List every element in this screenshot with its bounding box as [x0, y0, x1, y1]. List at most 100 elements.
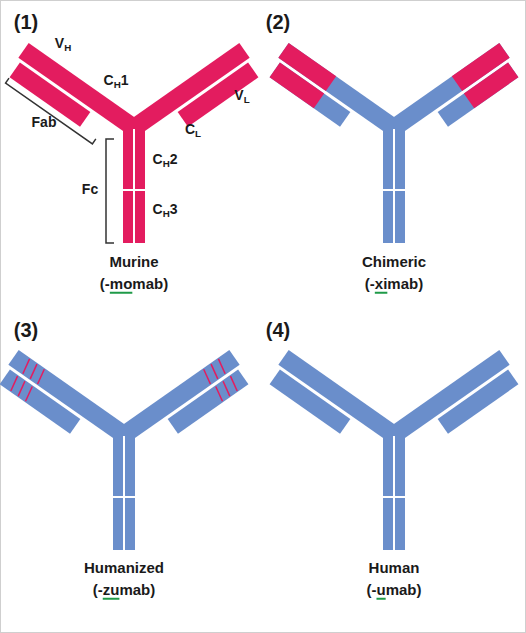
chain-divider [133, 129, 135, 243]
text-part: Humanized [84, 559, 164, 576]
subscript: H [163, 159, 170, 170]
text-part: mab) [132, 275, 168, 292]
text-part: C [153, 151, 163, 167]
chain-divider [393, 129, 395, 243]
domain-divider [123, 189, 145, 191]
text-part: (- [365, 275, 375, 292]
region-label: Fc [82, 182, 98, 197]
cdr-line [28, 364, 40, 379]
subscript: H [163, 209, 170, 220]
text-part: (- [100, 275, 110, 292]
domain-label: CH3 [153, 202, 178, 217]
antibody-arm [266, 350, 395, 457]
domain-label: CH1 [104, 73, 129, 88]
text-part: Chimeric [362, 253, 426, 270]
chain-divider [123, 436, 125, 550]
text-part: V [234, 87, 243, 103]
name-suffix: (-zumab) [93, 582, 156, 599]
antibody-arm [2, 43, 135, 155]
cdr-line [23, 386, 35, 401]
cdr-line [228, 376, 240, 391]
text-part: mab) [119, 581, 155, 598]
domain-label: VL [234, 88, 249, 103]
fab-bracket [6, 78, 96, 144]
cdr-line [35, 369, 47, 384]
antibody [2, 43, 261, 243]
name-suffix: (-momab) [100, 276, 168, 293]
light-chain [270, 370, 351, 434]
domain-divider [383, 496, 405, 498]
antibody [266, 43, 521, 243]
domain-label: VH [55, 36, 71, 51]
antibody-type: Human [369, 560, 420, 577]
light-chain [0, 370, 80, 434]
light-chain [168, 370, 249, 434]
text-part: Fab [32, 114, 57, 130]
antibody-type: Murine [109, 254, 158, 271]
text-part: V [55, 35, 64, 51]
text-part: Fc [82, 181, 98, 197]
fc-stem [383, 119, 405, 243]
text-part: (3) [14, 319, 38, 341]
underlined-stem: zu [103, 581, 120, 598]
text-part: mab) [386, 581, 422, 598]
domain-divider [383, 189, 405, 191]
underlined-stem: xi [375, 275, 388, 292]
fc-stem [113, 426, 135, 550]
text-part: (2) [266, 11, 290, 33]
fc-bracket [106, 139, 114, 243]
text-part: Human [369, 559, 420, 576]
subscript: L [195, 129, 201, 140]
cdr-line [16, 381, 28, 396]
panel-number: (4) [266, 319, 290, 341]
subscript: H [64, 43, 71, 54]
subscript: H [114, 80, 121, 91]
panel-number: (2) [266, 11, 290, 33]
variable-region [270, 63, 325, 109]
text-part: Murine [109, 253, 158, 270]
cdr-line [213, 386, 225, 401]
underlined-stem: u [376, 581, 385, 598]
cdr-line [201, 369, 213, 384]
light-chain [178, 63, 259, 127]
cdr-line [8, 376, 20, 391]
domain-label: CL [185, 122, 201, 137]
antibody-type: Humanized [84, 560, 164, 577]
panel-number: (3) [14, 319, 38, 341]
text-part: (- [93, 581, 103, 598]
variable-region [464, 63, 519, 109]
text-part: (4) [266, 319, 290, 341]
text-part: 3 [170, 201, 178, 217]
antibody-type: Chimeric [362, 254, 426, 271]
region-label: Fab [32, 115, 57, 130]
text-part: C [104, 72, 114, 88]
antibody-arm [0, 350, 125, 457]
antibody [266, 350, 521, 550]
domain-divider [113, 496, 135, 498]
chain-divider [393, 436, 395, 550]
cdr-line [20, 359, 32, 374]
domain-label: CH2 [153, 152, 178, 167]
text-part: (- [366, 581, 376, 598]
antibody-arm [133, 43, 262, 150]
text-part: mab) [387, 275, 423, 292]
name-suffix: (-ximab) [365, 276, 423, 293]
name-suffix: (-umab) [366, 582, 421, 599]
cdr-line [221, 381, 233, 396]
cdr-line [209, 364, 221, 379]
antibody-arm [393, 350, 522, 457]
panel-number: (1) [14, 11, 38, 33]
underlined-stem: mo [110, 275, 133, 292]
light-chain [438, 370, 519, 434]
fc-stem [123, 119, 145, 243]
text-part: 2 [170, 151, 178, 167]
text-part: 1 [121, 72, 129, 88]
subscript: L [244, 95, 250, 106]
fc-stem [383, 426, 405, 550]
antibody-arm [393, 43, 522, 150]
text-part: C [153, 201, 163, 217]
